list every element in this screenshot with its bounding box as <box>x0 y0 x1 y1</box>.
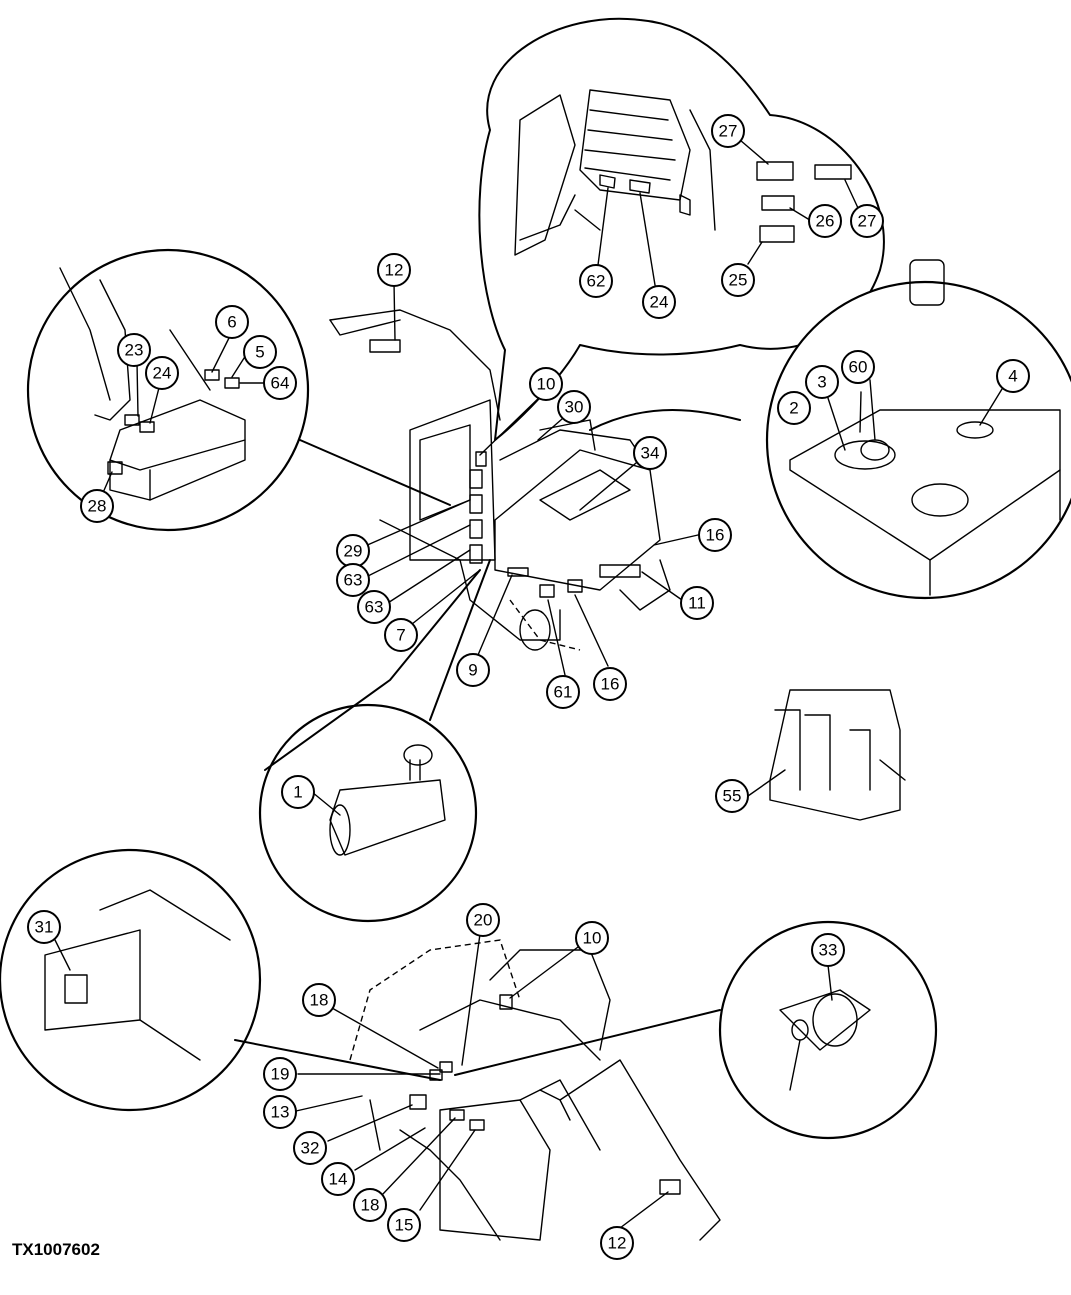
svg-text:15: 15 <box>395 1216 414 1235</box>
callout-32: 32 <box>293 1131 327 1165</box>
svg-text:10: 10 <box>537 375 556 394</box>
callout-26: 27 <box>711 114 745 148</box>
svg-text:33: 33 <box>819 941 838 960</box>
svg-text:6: 6 <box>227 313 236 332</box>
svg-text:12: 12 <box>608 1234 627 1253</box>
callout-28: 28 <box>80 489 114 523</box>
svg-text:14: 14 <box>329 1170 348 1189</box>
callout-14: 14 <box>321 1162 355 1196</box>
svg-text:2: 2 <box>789 399 798 418</box>
svg-text:27: 27 <box>719 122 738 141</box>
air-cleaner-detail <box>258 559 491 923</box>
callout-25: 26 <box>808 204 842 238</box>
svg-text:27: 27 <box>858 212 877 231</box>
callout-64: 64 <box>263 366 297 400</box>
callout-61: 62 <box>579 264 613 298</box>
upper-machine-view <box>329 309 671 651</box>
svg-text:63: 63 <box>365 598 384 617</box>
leader-lines <box>295 281 699 1229</box>
callout-23: 24 <box>642 285 676 319</box>
svg-text:18: 18 <box>310 991 329 1010</box>
callout-5: 5 <box>243 335 277 369</box>
svg-text:29: 29 <box>344 542 363 561</box>
callout-63: 63 <box>336 563 370 597</box>
svg-text:26: 26 <box>816 212 835 231</box>
callout-6: 6 <box>215 305 249 339</box>
svg-text:5: 5 <box>255 343 264 362</box>
svg-text:25: 25 <box>729 271 748 290</box>
svg-text:24: 24 <box>153 364 172 383</box>
svg-text:20: 20 <box>474 911 493 930</box>
callout-34: 34 <box>633 436 667 470</box>
svg-text:61: 61 <box>554 683 573 702</box>
svg-text:64: 64 <box>271 374 290 393</box>
svg-text:32: 32 <box>301 1139 320 1158</box>
callout-13: 13 <box>263 1095 297 1129</box>
callout-18-bottom: 18 <box>353 1188 387 1222</box>
callout-33: 33 <box>811 933 845 967</box>
callout-30: 30 <box>557 390 591 424</box>
callout-21: 23 <box>117 333 151 367</box>
callout-27: 27 <box>850 204 884 238</box>
svg-text:12: 12 <box>385 261 404 280</box>
svg-text:63: 63 <box>344 571 363 590</box>
cab-side-view <box>747 689 906 821</box>
svg-text:60: 60 <box>849 358 868 377</box>
callout-7: 7 <box>384 618 418 652</box>
svg-text:7: 7 <box>396 626 405 645</box>
callout-16-right: 16 <box>698 518 732 552</box>
callout-18-top: 18 <box>302 983 336 1017</box>
callout-10-bottom: 10 <box>575 921 609 955</box>
svg-text:31: 31 <box>35 918 54 937</box>
svg-text:13: 13 <box>271 1103 290 1122</box>
lower-machine-view <box>234 939 721 1241</box>
callout-4: 4 <box>996 359 1030 393</box>
svg-text:34: 34 <box>641 444 660 463</box>
callout-22: 24 <box>145 356 179 390</box>
callout-3: 3 <box>805 365 839 399</box>
callout-31: 31 <box>27 910 61 944</box>
callout-29: 29 <box>336 534 370 568</box>
svg-text:9: 9 <box>468 661 477 680</box>
callout-16-bottom: 16 <box>593 667 627 701</box>
callout-20: 20 <box>466 903 500 937</box>
callout-12-bottom: 12 <box>600 1226 634 1260</box>
svg-text:3: 3 <box>817 373 826 392</box>
svg-text:16: 16 <box>601 675 620 694</box>
callout-9: 9 <box>456 653 490 687</box>
svg-text:30: 30 <box>565 398 584 417</box>
callout-52: 55 <box>715 779 749 813</box>
svg-text:55: 55 <box>723 787 742 806</box>
svg-text:1: 1 <box>293 783 302 802</box>
svg-text:62: 62 <box>587 272 606 291</box>
svg-text:18: 18 <box>361 1196 380 1215</box>
svg-text:28: 28 <box>88 497 107 516</box>
callout-62: 63 <box>357 590 391 624</box>
svg-text:11: 11 <box>688 594 706 613</box>
callout-15: 15 <box>387 1208 421 1242</box>
callout-2: 2 <box>777 391 811 425</box>
callout-1: 1 <box>281 775 315 809</box>
svg-text:4: 4 <box>1008 367 1017 386</box>
callout-24: 25 <box>721 263 755 297</box>
svg-text:23: 23 <box>125 341 144 360</box>
svg-text:19: 19 <box>271 1065 290 1084</box>
callout-11: 11 <box>680 586 714 620</box>
callout-12-top: 12 <box>377 253 411 287</box>
callout-55: 60 <box>841 350 875 384</box>
callout-19: 19 <box>263 1057 297 1091</box>
figure-id-label: TX1007602 <box>12 1240 100 1259</box>
svg-text:10: 10 <box>583 929 602 948</box>
svg-text:24: 24 <box>650 293 669 312</box>
control-levers-detail <box>26 248 451 532</box>
callout-60: 61 <box>546 675 580 709</box>
svg-text:16: 16 <box>706 526 725 545</box>
callout-10-top: 10 <box>529 367 563 401</box>
side-panel-detail <box>0 848 262 1112</box>
clamp-detail <box>718 920 938 1140</box>
